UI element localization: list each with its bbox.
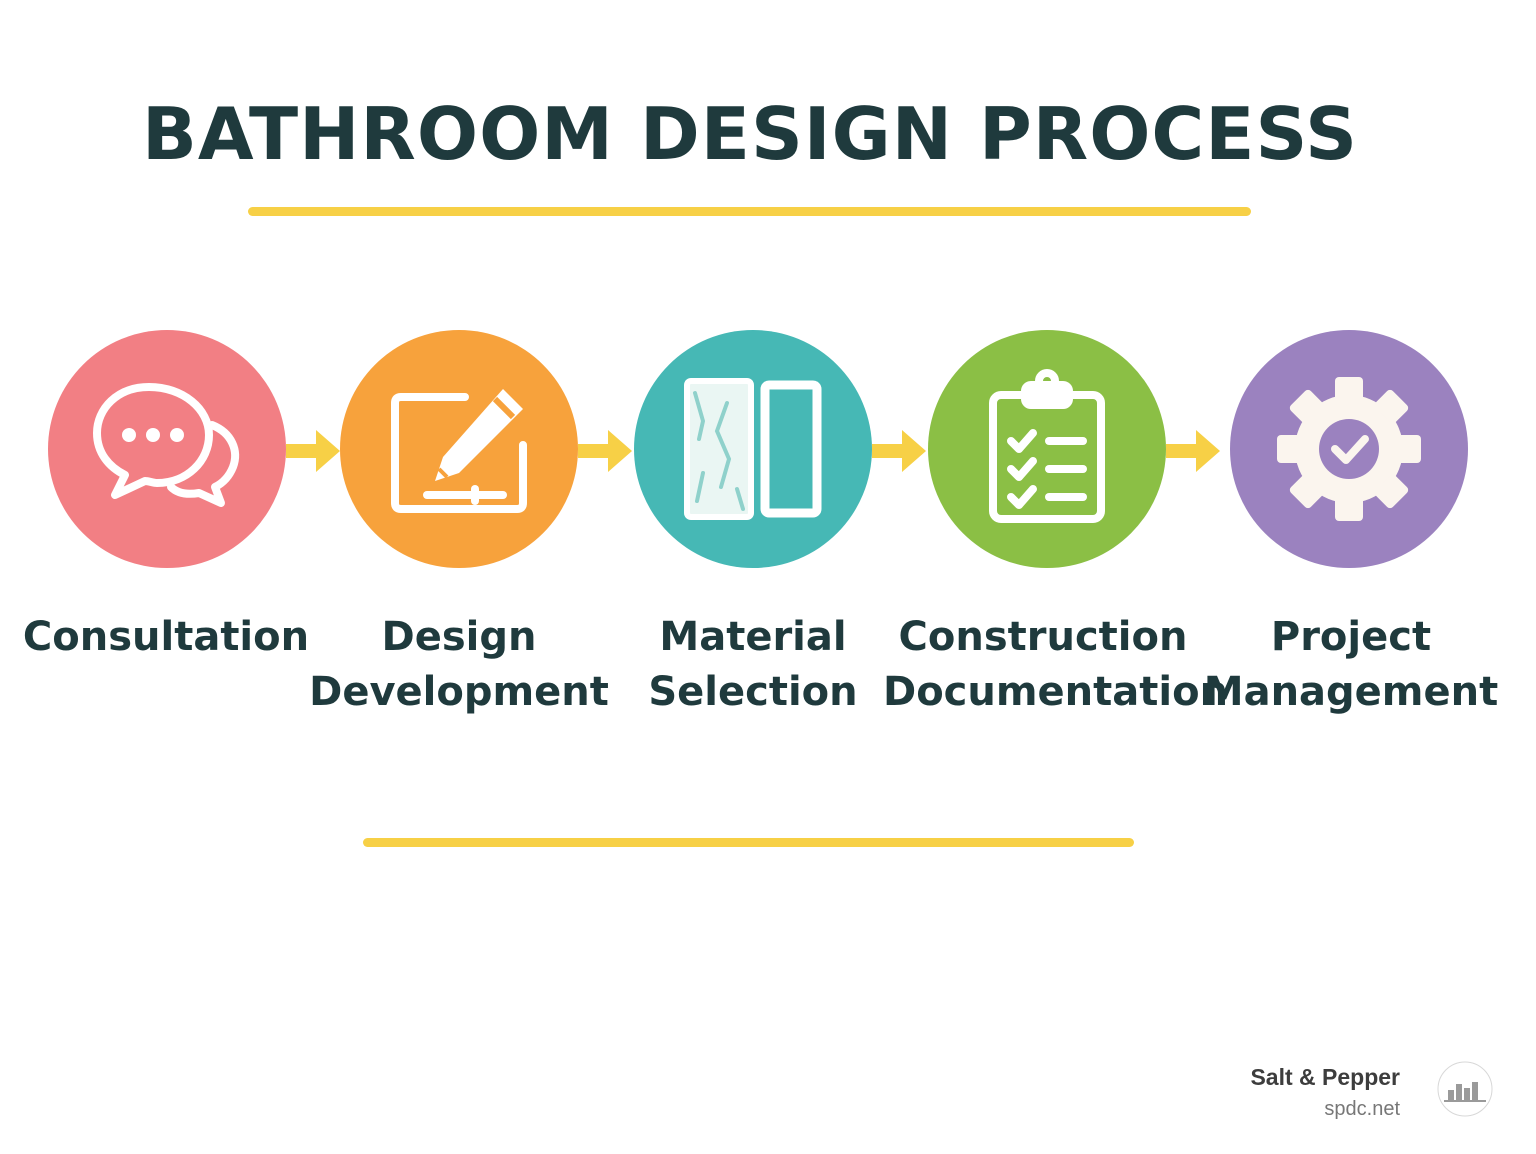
step-label-line: Documentation — [883, 669, 1229, 715]
flow-arrow — [872, 430, 926, 472]
flow-arrow — [1166, 430, 1220, 472]
gear-check-icon — [1277, 377, 1421, 521]
step-label-line: Selection — [648, 669, 858, 715]
brand-name: Salt & Pepper — [1250, 1064, 1400, 1090]
step-label-line: Management — [1203, 669, 1499, 715]
step-label-consultation: Consultation — [6, 610, 326, 665]
step-label-line: Design — [381, 614, 537, 660]
step-label-line: Project — [1270, 614, 1432, 660]
pencil-edit-icon — [391, 389, 527, 513]
step-label-material-selection: Material Selection — [593, 610, 913, 720]
flow-arrow — [286, 430, 340, 472]
step-circle-design-development — [340, 330, 578, 568]
step-circle-construction-documentation — [928, 330, 1166, 568]
step-circle-material-selection — [634, 330, 872, 568]
step-label-line: Development — [309, 669, 609, 715]
flow-arrow — [578, 430, 632, 472]
clipboard-checklist-icon — [989, 369, 1105, 523]
step-label-construction-documentation: Construction Documentation — [883, 610, 1229, 720]
step-label-project-management: Project Management — [1191, 610, 1511, 720]
chat-bubbles-icon — [93, 383, 240, 507]
title-underline — [248, 207, 1251, 216]
step-label-line: Consultation — [22, 614, 310, 660]
brand-url: spdc.net — [1324, 1098, 1400, 1120]
step-label-line: Construction — [898, 614, 1188, 660]
page-title: BATHROOM DESIGN PROCESS — [142, 92, 1358, 176]
bottom-divider — [363, 838, 1134, 847]
step-circle-project-management — [1230, 330, 1468, 568]
step-circle-consultation — [48, 330, 286, 568]
step-label-design-development: Design Development — [299, 610, 619, 720]
step-label-line: Material — [659, 614, 847, 660]
brand-logo — [1437, 1061, 1493, 1117]
material-swatches-icon — [684, 378, 822, 520]
